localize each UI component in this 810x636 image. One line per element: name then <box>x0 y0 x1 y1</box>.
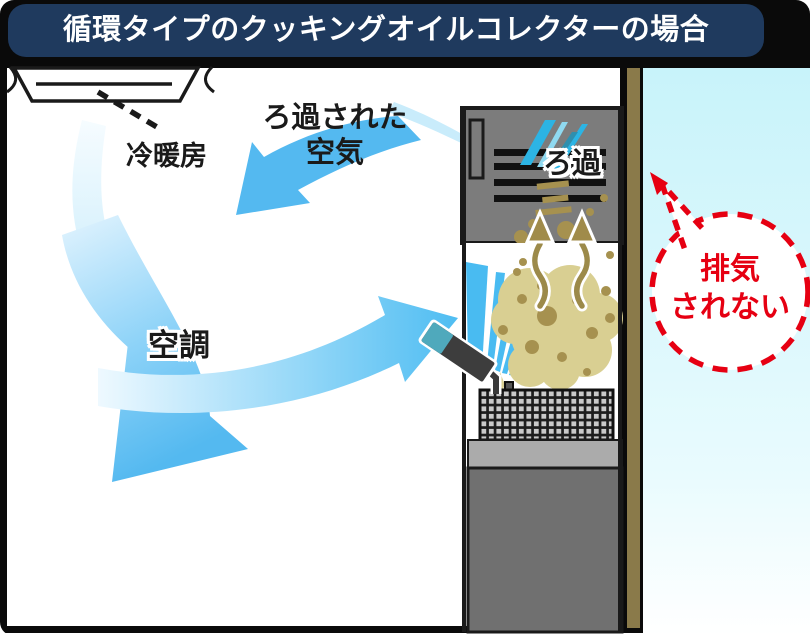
filtered-air-label: ろ過された 空気 <box>244 101 426 171</box>
machine-tray <box>467 439 623 469</box>
aircon-label: 冷暖房 <box>126 141 207 171</box>
clean-air-streaks-icon <box>520 120 588 170</box>
no-exhaust-label: 排気 されない <box>652 251 808 327</box>
filtered-air-streak <box>388 102 476 148</box>
filtered-air-arrow-icon <box>236 116 421 215</box>
oil-particles-icon <box>514 180 608 250</box>
air-conditioning-label: 空調 <box>148 328 210 363</box>
intake-swoosh-arrow-icon <box>98 296 458 414</box>
no-exhaust-label-line1: 排気 <box>700 253 760 286</box>
oil-collector-machine <box>418 106 624 634</box>
no-exhaust-bubble <box>649 172 810 373</box>
filtered-air-label-line2: 空気 <box>305 137 364 169</box>
page-title: 循環タイプのクッキングオイルコレクターの場合 <box>8 4 764 57</box>
bubble-tail <box>661 183 702 252</box>
machine-body <box>466 466 624 634</box>
oil-nozzle-icon <box>418 319 502 394</box>
no-exhaust-label-line2: されない <box>670 291 790 324</box>
machine-intake-slot <box>468 118 485 180</box>
filtered-air-label-line1: ろ過された <box>262 102 408 134</box>
pointer-dashed-line <box>96 89 164 133</box>
bubble-tail-arrowhead-icon <box>650 172 668 195</box>
airconditioning-arrow-icon <box>62 215 248 482</box>
ceiling-aircon-icon <box>6 65 215 103</box>
rising-air-arrows-icon <box>524 208 598 312</box>
wall <box>627 68 640 628</box>
filtration-label: ろ過 <box>543 148 602 180</box>
